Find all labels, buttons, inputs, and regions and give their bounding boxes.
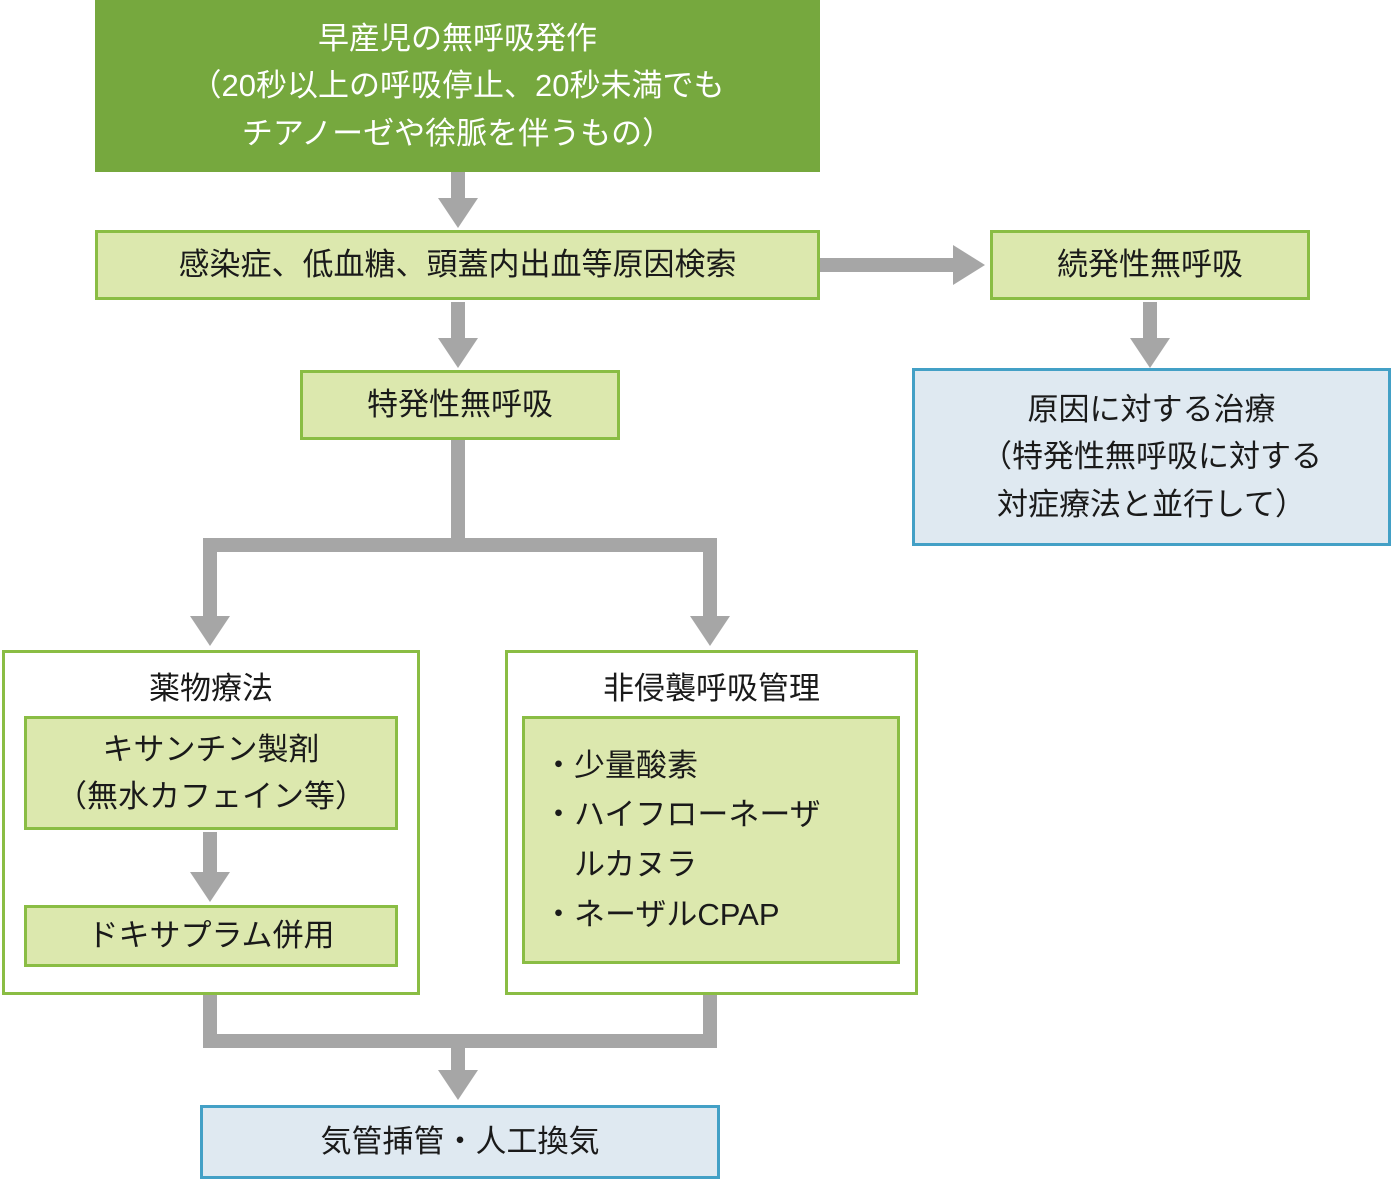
noninvasive-item-4: ・ネーザルCPAP [543, 896, 780, 932]
branch-horizontal-bar [203, 538, 717, 552]
intubation-node: 気管挿管・人工換気 [200, 1105, 720, 1179]
noninvasive-list-node: ・少量酸素 ・ハイフローネーザ ルカヌラ ・ネーザルCPAP [522, 716, 900, 964]
xanthine-line-1: キサンチン製剤 [102, 731, 320, 767]
arrow-secondary-to-treatment-head [1130, 338, 1170, 368]
start-line-1: 早産児の無呼吸発作 [318, 21, 597, 57]
noninvasive-title: 非侵襲呼吸管理 [603, 671, 820, 706]
secondary-apnea-label: 続発性無呼吸 [1057, 247, 1243, 283]
arrow-cause-search-to-idiopathic-shaft [451, 302, 465, 340]
branch-left-shaft [203, 538, 217, 618]
arrow-merge-to-intubation-shaft [451, 1034, 465, 1072]
xanthine-line-2: （無水カフェイン等） [56, 779, 366, 814]
arrow-secondary-to-treatment-shaft [1143, 302, 1157, 340]
cause-treatment-line-2: （特発性無呼吸に対する [981, 439, 1322, 475]
start-line-3: チアノーゼや徐脈を伴うもの） [241, 115, 674, 151]
noninvasive-item-3: ルカヌラ [543, 847, 698, 882]
idiopathic-apnea-label: 特発性無呼吸 [367, 387, 553, 423]
doxapram-node: ドキサプラム併用 [24, 905, 398, 967]
start-line-2: （20秒以上の呼吸停止、20秒未満でも [190, 68, 725, 104]
arrow-cause-search-to-idiopathic-head [438, 338, 478, 368]
arrow-xanthine-to-doxapram-shaft [203, 832, 217, 874]
cause-treatment-line-1: 原因に対する治療 [1027, 392, 1276, 428]
arrow-to-secondary-shaft [820, 258, 955, 272]
start-node: 早産児の無呼吸発作 （20秒以上の呼吸停止、20秒未満でも チアノーゼや徐脈を伴… [95, 0, 820, 172]
secondary-apnea-node: 続発性無呼吸 [990, 230, 1310, 300]
arrow-merge-to-intubation-head [438, 1070, 478, 1100]
arrow-to-secondary-head [953, 245, 985, 285]
cause-treatment-line-3: 対症療法と並行して） [996, 486, 1307, 522]
arrow-xanthine-to-doxapram-head [190, 872, 230, 902]
branch-stem [451, 440, 465, 552]
branch-right-shaft [703, 538, 717, 618]
doxapram-label: ドキサプラム併用 [87, 918, 335, 954]
idiopathic-apnea-node: 特発性無呼吸 [300, 370, 620, 440]
noninvasive-item-2: ・ハイフローネーザ [543, 797, 821, 833]
noninvasive-item-1: ・少量酸素 [543, 747, 698, 783]
branch-right-head [690, 616, 730, 646]
intubation-label: 気管挿管・人工換気 [320, 1124, 600, 1160]
xanthine-node: キサンチン製剤 （無水カフェイン等） [24, 716, 398, 830]
cause-treatment-node: 原因に対する治療 （特発性無呼吸に対する 対症療法と並行して） [912, 368, 1391, 546]
branch-left-head [190, 616, 230, 646]
arrow-start-to-cause-search-head [438, 198, 478, 228]
drug-therapy-title: 薬物療法 [149, 671, 273, 706]
arrow-start-to-cause-search-shaft [451, 172, 465, 202]
cause-search-label: 感染症、低血糖、頭蓋内出血等原因検索 [178, 247, 737, 283]
cause-search-node: 感染症、低血糖、頭蓋内出血等原因検索 [95, 230, 820, 300]
